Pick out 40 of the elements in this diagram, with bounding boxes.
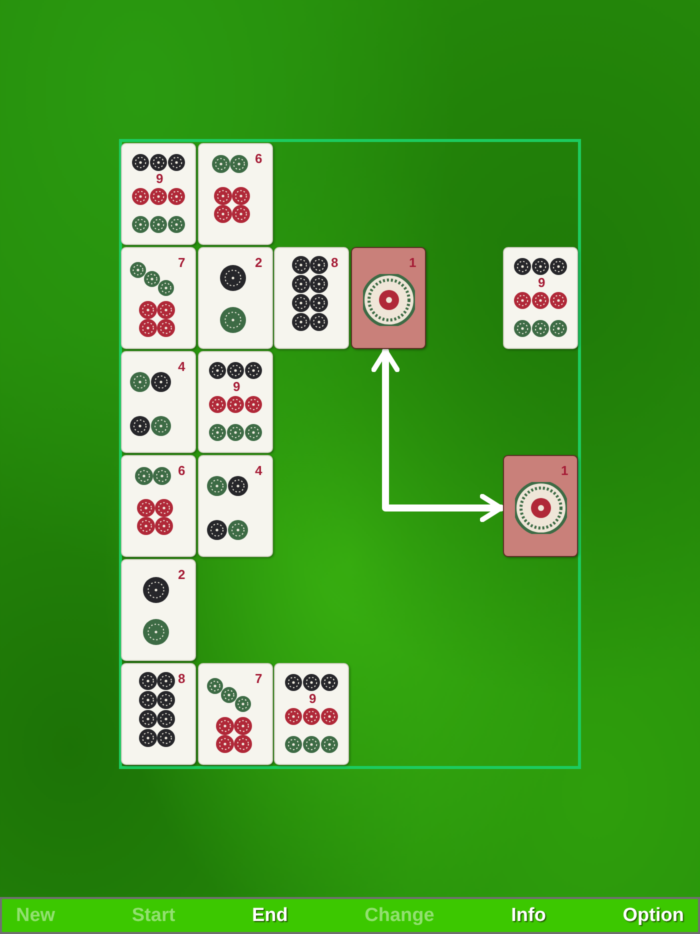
tile-number: 9 <box>156 172 164 185</box>
tile-number: 8 <box>178 672 186 685</box>
tile <box>121 559 196 661</box>
board-frame <box>119 139 581 769</box>
tile-number: 7 <box>178 256 186 269</box>
tile <box>503 455 578 557</box>
toolbar-button: New <box>14 904 58 926</box>
tile-number: 1 <box>409 256 416 269</box>
tile <box>198 247 273 349</box>
tile <box>121 455 196 557</box>
tile-number: 9 <box>233 380 240 393</box>
tile <box>198 663 273 765</box>
tile <box>274 247 349 349</box>
tile-number: 8 <box>331 256 338 269</box>
toolbar-button: Start <box>130 904 178 926</box>
tile <box>198 455 273 557</box>
arrow <box>371 348 504 522</box>
tile <box>198 143 273 245</box>
toolbar-button: End <box>250 904 290 926</box>
toolbar-button: Info <box>509 904 548 926</box>
tile-number: 2 <box>255 256 262 269</box>
tile <box>198 351 273 453</box>
tile-number: 1 <box>561 464 568 477</box>
toolbar-button: Option <box>620 904 686 926</box>
tile-number: 9 <box>309 692 316 705</box>
tile <box>121 247 196 349</box>
tile <box>121 663 196 765</box>
toolbar-button: Change <box>362 904 436 926</box>
tile-number: 7 <box>255 672 262 685</box>
tile-number: 6 <box>178 464 186 477</box>
tile <box>274 663 349 765</box>
tile-number: 6 <box>255 152 262 165</box>
tile <box>121 351 196 453</box>
tile-number: 9 <box>538 276 546 289</box>
tile-number: 2 <box>178 568 186 581</box>
tile-number: 4 <box>178 360 186 373</box>
tile-number: 4 <box>255 464 262 477</box>
tile <box>351 247 426 349</box>
tile <box>503 247 578 349</box>
tile <box>121 143 196 245</box>
